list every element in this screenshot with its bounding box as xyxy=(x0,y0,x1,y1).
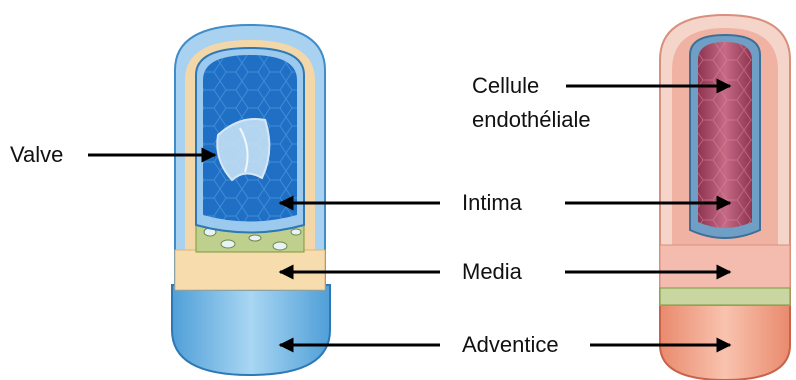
artery-illustration xyxy=(660,15,790,380)
label-adventice: Adventice xyxy=(462,331,559,359)
vein-adventice xyxy=(172,285,330,375)
label-endotheliale: endothéliale xyxy=(472,106,591,134)
vein-media-band xyxy=(175,250,325,290)
label-valve: Valve xyxy=(10,141,63,169)
artery-connective-band xyxy=(660,288,790,305)
vein-illustration xyxy=(172,25,330,375)
artery-adventice xyxy=(660,300,790,380)
label-media: Media xyxy=(462,258,522,286)
label-cellule: Cellule xyxy=(472,72,539,100)
label-intima: Intima xyxy=(462,189,522,217)
valve-leaflet xyxy=(217,119,269,180)
artery-media-band xyxy=(660,245,790,290)
